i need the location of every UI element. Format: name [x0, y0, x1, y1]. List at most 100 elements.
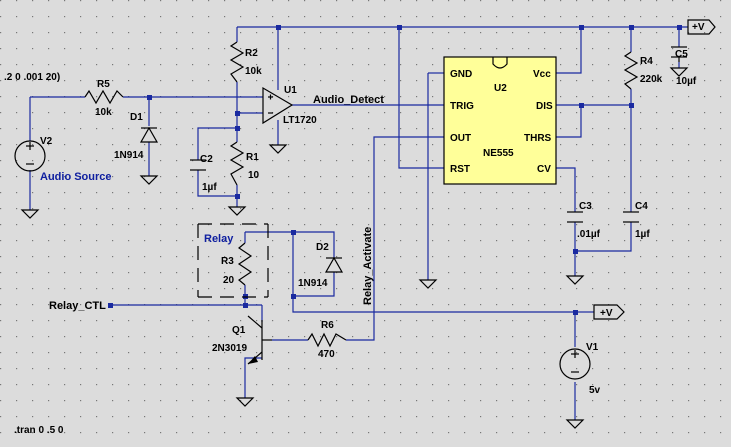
power-flag-mid[interactable]: +V	[593, 304, 625, 320]
resistor-symbol	[229, 141, 245, 186]
q1-value: 2N3019	[212, 343, 247, 354]
wire[interactable]	[556, 167, 576, 212]
junction	[276, 25, 281, 30]
v1-value: 5v	[589, 385, 601, 396]
resistor-r6[interactable]: R6 470	[307, 320, 347, 360]
junction	[235, 111, 240, 116]
junction	[291, 230, 296, 235]
junction	[629, 25, 634, 30]
ground-icon	[139, 175, 159, 185]
wire[interactable]	[556, 105, 582, 138]
power-flag-top-label: +V	[692, 22, 705, 33]
junction	[291, 294, 296, 299]
r5-name: R5	[97, 79, 110, 90]
spice-directive[interactable]: .tran 0 .5 0	[14, 425, 64, 436]
emitter-arrow-icon	[248, 356, 258, 364]
ic-body	[443, 56, 557, 185]
power-flag-icon	[687, 19, 716, 35]
junction	[243, 303, 248, 308]
wire[interactable]	[197, 127, 237, 160]
capacitor-c3[interactable]: C3 .01µf	[567, 201, 601, 240]
wire[interactable]	[244, 357, 262, 398]
relay-block[interactable]: Relay	[197, 223, 269, 298]
v2-name: V2	[40, 136, 53, 147]
resistor-r3[interactable]: R3 20	[221, 242, 253, 286]
transistor-q1[interactable]: Q1 2N3019	[212, 315, 272, 365]
d1-name: D1	[130, 112, 143, 123]
pin-trig-label: TRIG	[450, 101, 474, 112]
u2-name: U2	[494, 83, 507, 94]
ground-icon	[565, 275, 585, 285]
r1-value: 10	[248, 170, 260, 181]
junction	[573, 249, 578, 254]
resistor-r2[interactable]: R2 10k	[229, 41, 262, 83]
pin-thrs-label: THRS	[524, 133, 552, 144]
pin-dis-label: DIS	[536, 101, 553, 112]
capacitor-c4[interactable]: C4 1µf	[623, 201, 650, 240]
opamp-triangle	[262, 86, 294, 125]
u1-name: U1	[284, 85, 297, 96]
pin-gnd-label: GND	[450, 69, 472, 80]
r3-name: R3	[221, 256, 234, 267]
resistor-symbol	[229, 41, 245, 83]
junction	[579, 103, 584, 108]
wire[interactable]	[398, 27, 444, 169]
wire[interactable]	[292, 232, 578, 313]
q1-name: Q1	[232, 325, 246, 336]
wire[interactable]	[293, 231, 335, 258]
c3-name: C3	[579, 201, 592, 212]
r5-value: 10k	[95, 107, 112, 118]
diode-d1[interactable]: D1 1N914	[114, 112, 159, 161]
ground-icon	[669, 67, 689, 77]
capacitor-c5[interactable]: C5 10µf	[671, 46, 697, 87]
diode-d2[interactable]: D2 1N914	[298, 242, 344, 289]
junction	[235, 126, 240, 131]
r2-name: R2	[245, 48, 258, 59]
wire[interactable]	[556, 27, 582, 74]
wire[interactable]	[575, 222, 632, 252]
source-spec-text[interactable]: .2 0 .001 20)	[4, 72, 60, 83]
power-flag-mid-label: +V	[600, 308, 613, 319]
ground-icon	[565, 419, 585, 429]
d2-value: 1N914	[298, 278, 328, 289]
wire[interactable]	[293, 272, 335, 297]
net-label-relay-activate[interactable]: Relay_Activate	[362, 227, 374, 305]
power-flag-top[interactable]: +V	[687, 19, 716, 35]
wire[interactable]	[346, 136, 444, 341]
resistor-r5[interactable]: R5 10k	[84, 79, 124, 118]
net-label-audio-detect[interactable]: Audio_Detect	[313, 94, 384, 106]
d2-name: D2	[316, 242, 329, 253]
ground-icon	[268, 144, 288, 154]
pin-cv-label: CV	[537, 164, 551, 175]
junctions	[108, 25, 682, 315]
resistor-symbol	[307, 332, 347, 348]
r6-value: 470	[318, 349, 335, 360]
c4-name: C4	[635, 201, 648, 212]
capacitor-c2[interactable]: C2 1µf	[190, 154, 217, 193]
voltage-source-v2[interactable]: V2 Audio Source	[14, 136, 112, 183]
pin-rst-label: RST	[450, 164, 470, 175]
diode-triangle	[324, 256, 344, 273]
resistor-r4[interactable]: R4 220k	[623, 51, 663, 90]
c5-value: 10µf	[676, 76, 697, 87]
voltage-source-v1[interactable]: V1 5v	[559, 342, 601, 396]
ground-icon	[235, 397, 255, 407]
junction	[579, 25, 584, 30]
wire[interactable]	[197, 170, 237, 197]
resistor-r1[interactable]: R1 10	[229, 141, 260, 186]
junction	[147, 95, 152, 100]
comparator-u1[interactable]: U1 LT1720	[262, 85, 317, 126]
pin-vcc-label: Vcc	[533, 69, 551, 80]
c3-value: .01µf	[577, 229, 601, 240]
resistor-symbol	[84, 89, 124, 105]
relay-label: Relay	[204, 233, 234, 245]
junction	[108, 303, 113, 308]
ic-u2-ne555[interactable]: U2 NE555 GND TRIG OUT RST Vcc DIS THRS C…	[443, 56, 557, 185]
d1-value: 1N914	[114, 150, 144, 161]
v2-value: Audio Source	[40, 171, 112, 183]
r4-value: 220k	[640, 74, 663, 85]
u1-value: LT1720	[283, 115, 317, 126]
net-label-relay-ctl[interactable]: Relay_CTL	[49, 300, 106, 312]
ic-notch	[492, 57, 508, 69]
